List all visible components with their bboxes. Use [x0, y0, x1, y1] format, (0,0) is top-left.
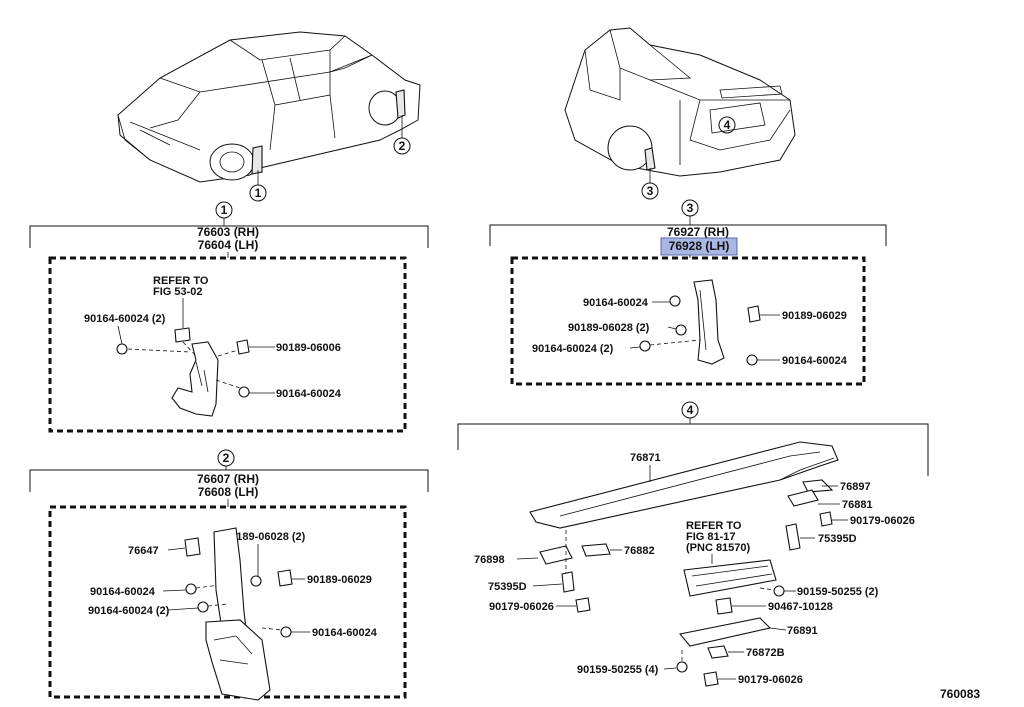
group-3-clip-label-a: 90189-06029 [782, 310, 847, 322]
group-4-nut-label-c: 90179-06026 [738, 674, 803, 686]
group-4-pad-label-b: 76898 [474, 554, 505, 566]
group-2-bracket-label: 76647 [128, 545, 159, 557]
group-3-screw-a [669, 295, 681, 307]
group-1-part-rh: 76603 (RH) [197, 225, 259, 239]
group-2-clip-label-b: 90189-06029 [307, 574, 372, 586]
group-4-stop-lamp [683, 559, 777, 597]
group-2-frame [48, 505, 407, 699]
group-1-part-lh: 76604 (LH) [198, 238, 259, 252]
group-1-assembly: 1 76603 (RH) 76604 (LH) REFER TO FIG 53-… [29, 201, 429, 433]
view-number-4: 4 [724, 118, 731, 132]
group-3-number: 3 [687, 201, 694, 215]
group-2-bracket [184, 537, 201, 557]
figure-number: 760083 [940, 687, 980, 701]
group-1-frame [48, 256, 407, 433]
group-3-screw-label-a: 90164-60024 [583, 297, 649, 309]
group-3-part-lh: 76928 (LH) [669, 239, 730, 253]
group-4-pad-a [802, 479, 834, 493]
group-2-screw-a [185, 583, 197, 595]
group-3-assembly: 3 76927 (RH) 76928 (LH) 90164-60024 9018… [489, 199, 887, 386]
group-4-pad-b [539, 545, 573, 565]
group-4-stud-label-b: 75395D [488, 581, 527, 593]
group-2-screw-label-b: 90164-60024 (2) [88, 605, 170, 617]
group-3-screw-c [746, 354, 758, 366]
group-4-bracket-b [581, 543, 611, 557]
group-3-clip-b [675, 324, 687, 336]
group-4-bolt-label-a: 90159-50255 (2) [797, 586, 879, 598]
group-3-screw-label-c: 90164-60024 [782, 355, 848, 367]
group-3-screw-label-b: 90164-60024 (2) [532, 343, 614, 355]
group-4-nut-label-b: 90179-06026 [489, 601, 554, 613]
group-4-bolt-a [773, 585, 785, 597]
group-4-nut-a [819, 511, 833, 527]
group-2-number: 2 [223, 451, 230, 465]
group-1-clip-label-b: 90189-06006 [276, 342, 341, 354]
group-1-refer-line-1: REFER TO [153, 275, 209, 287]
group-3-frame [510, 256, 866, 386]
group-2-part-rh: 76607 (RH) [197, 472, 259, 486]
group-4-bolt-label-b: 90159-50255 (4) [577, 664, 659, 676]
group-3-screw-b [639, 340, 651, 352]
group-4-bracket-label-c: 76891 [787, 625, 818, 637]
group-2-assembly: 2 76607 (RH) 76608 (LH) 76647 90189-0602… [29, 449, 429, 701]
group-4-bracket-c [678, 617, 772, 647]
group-1-refer-line-2: FIG 53-02 [153, 286, 203, 298]
rear-car-callout-4: 4 [718, 116, 736, 134]
group-3-part-rh: 76927 (RH) [667, 225, 729, 239]
group-1-screw-label-a: 90164-60024 (2) [84, 313, 166, 325]
group-4-assembly: 4 76871 76897 76881 90179-06026 75395D 7… [457, 401, 929, 687]
group-2-mudguard [205, 619, 271, 701]
group-4-refer-line-1: REFER TO [686, 520, 742, 532]
group-4-stud-label-a: 75395D [818, 533, 857, 545]
group-2-screw-label-c: 90164-60024 [312, 627, 378, 639]
group-1-screw-label-b: 90164-60024 [276, 388, 342, 400]
group-4-stud-a [785, 523, 801, 551]
group-2-screw-c [280, 626, 292, 638]
group-4-nut-b [575, 597, 591, 613]
group-4-bracket-a [787, 489, 819, 507]
group-4-bracket-label-a: 76881 [842, 499, 873, 511]
group-4-spoiler-label: 76871 [630, 452, 661, 464]
rear-car-callout-3: 3 [641, 168, 659, 200]
group-4-pad-label-c: 76872B [746, 647, 785, 659]
group-1-clip-part [174, 327, 191, 343]
view-number-1: 1 [255, 186, 262, 200]
rear-car-illustration [564, 27, 796, 177]
view-number-2: 2 [399, 139, 406, 153]
group-1-screw-a [116, 343, 128, 355]
group-3-bracket [693, 279, 725, 365]
front-car-callout-2: 2 [393, 115, 411, 155]
group-2-clip-a [250, 575, 262, 587]
group-4-stud-b [561, 571, 575, 593]
group-4-fastener-label: 90467-10128 [768, 601, 833, 613]
group-2-part-lh: 76608 (LH) [198, 485, 259, 499]
group-4-bolt-b [676, 661, 688, 673]
group-3-clip-a [747, 305, 761, 323]
group-4-refer-line-3: (PNC 81570) [686, 542, 751, 554]
group-4-nut-label-a: 90179-06026 [850, 515, 915, 527]
group-2-screw-b [197, 601, 209, 613]
group-1-number: 1 [221, 203, 228, 217]
group-4-fastener [715, 597, 733, 615]
group-4-pad-c [707, 645, 729, 659]
group-4-nut-c [703, 671, 719, 687]
group-1-mudguard [171, 341, 219, 417]
group-4-pad-label-a: 76897 [840, 481, 871, 493]
group-3-clip-label-b: 90189-06028 (2) [568, 322, 650, 334]
front-car-illustration [117, 31, 421, 183]
group-4-spoiler [529, 441, 839, 529]
group-2-screw-label-a: 90164-60024 [90, 586, 156, 598]
group-4-refer-line-2: FIG 81-17 [686, 531, 736, 543]
group-4-bracket-label-b: 76882 [624, 545, 655, 557]
group-1-screw-b [238, 386, 250, 398]
group-2-clip-label-a: 90189-06028 (2) [224, 531, 306, 543]
front-car-callout-1: 1 [249, 170, 267, 202]
view-number-3: 3 [647, 184, 654, 198]
group-4-number: 4 [687, 403, 694, 417]
group-2-clip-b [277, 569, 293, 587]
group-3-lh-highlight [660, 237, 738, 256]
group-1-clip-b [236, 339, 250, 355]
